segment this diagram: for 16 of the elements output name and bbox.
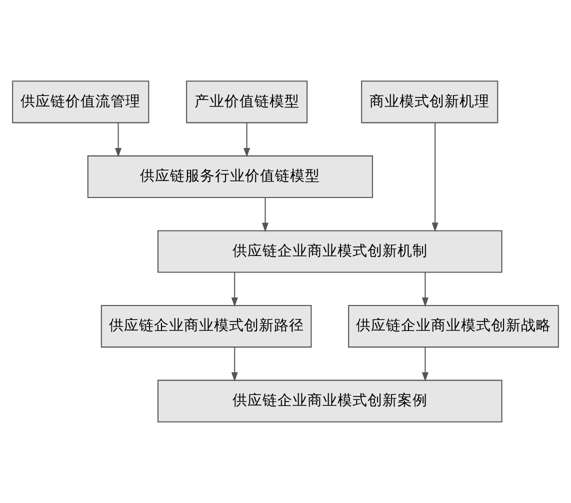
node-box: 商业模式创新机理 bbox=[361, 80, 498, 124]
node-box: 供应链价值流管理 bbox=[12, 80, 150, 124]
node-box: 供应链企业商业模式创新战略 bbox=[348, 305, 559, 348]
node-box: 供应链服务行业价值链模型 bbox=[87, 155, 373, 198]
arrow bbox=[231, 272, 238, 307]
arrow bbox=[422, 272, 428, 307]
arrow bbox=[422, 347, 428, 382]
node-box: 产业价值链模型 bbox=[186, 80, 308, 124]
arrow bbox=[262, 198, 269, 232]
node-box: 供应链企业商业模式创新机制 bbox=[157, 230, 502, 273]
arrow bbox=[231, 347, 238, 382]
arrow bbox=[115, 122, 122, 158]
arrow bbox=[244, 122, 250, 158]
arrow bbox=[432, 122, 438, 232]
node-box: 供应链企业商业模式创新案例 bbox=[157, 380, 502, 422]
node-box: 供应链企业商业模式创新路径 bbox=[100, 305, 312, 348]
